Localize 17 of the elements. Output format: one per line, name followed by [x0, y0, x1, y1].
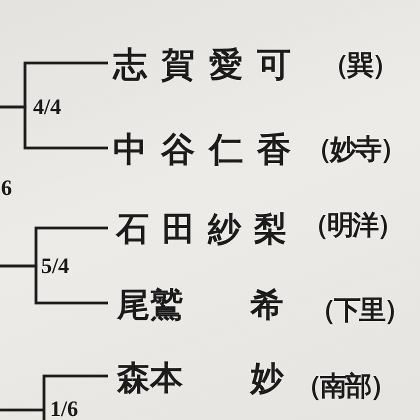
player-name: 森本 妙 [117, 360, 284, 394]
player-name: 尾鷲 希 [117, 288, 284, 320]
school-name: （妙寺） [305, 136, 405, 162]
bracket-line [0, 264, 108, 304]
player-name: 石田紗梨 [116, 212, 300, 244]
edge-label: 4/4 [33, 96, 62, 118]
edge-label: 5/4 [41, 255, 70, 277]
date-label: 6 [1, 177, 12, 199]
school-name: （巽） [322, 52, 397, 78]
school-name: （南部） [295, 372, 395, 400]
bracket-line [0, 106, 108, 150]
school-name: （明洋） [302, 212, 402, 238]
edge-label: 1/6 [50, 398, 78, 420]
player-name: 志賀愛可 [113, 48, 305, 82]
player-name: 中谷仁香 [113, 133, 305, 167]
bracket-line [0, 374, 110, 420]
school-name: （下里） [309, 296, 409, 324]
